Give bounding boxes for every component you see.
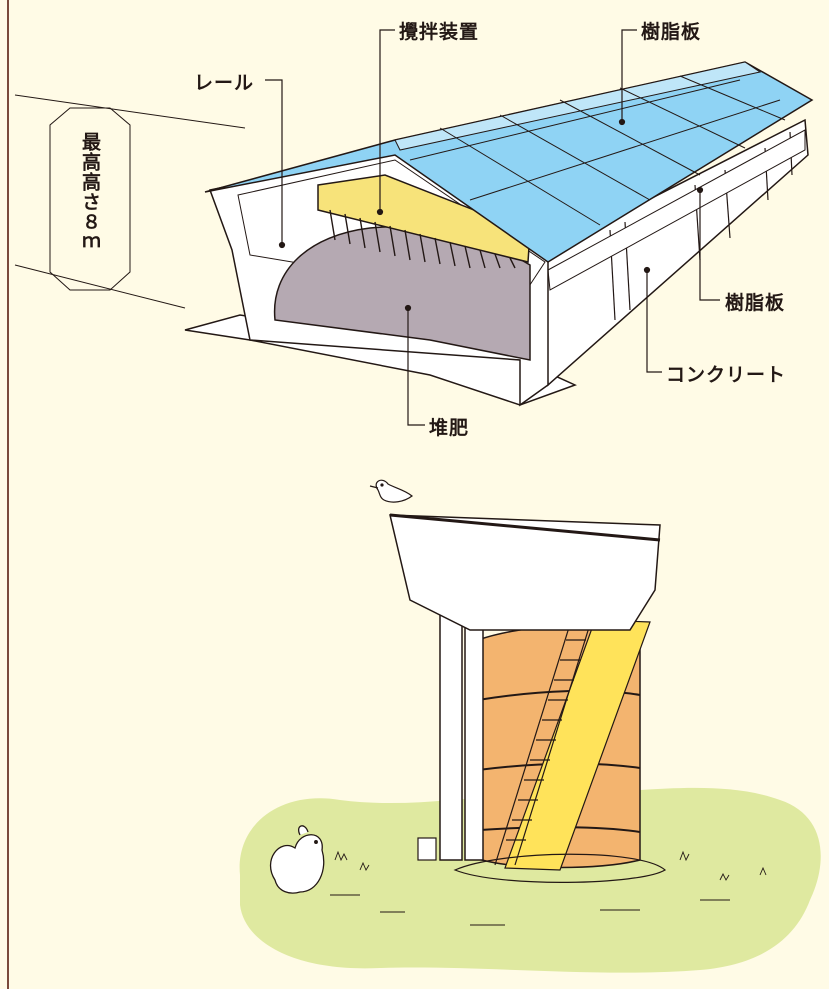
side-resin-panel bbox=[547, 129, 806, 291]
silo-base bbox=[453, 853, 667, 883]
barn-illustration bbox=[14, 29, 814, 426]
label-rail: レール bbox=[194, 72, 255, 94]
mixer-device bbox=[317, 174, 531, 269]
label-side-resin: 樹脂板 bbox=[725, 292, 786, 314]
label-mixer: 攪拌装置 bbox=[399, 21, 480, 43]
height-callout bbox=[14, 94, 246, 309]
label-roof-resin: 樹脂板 bbox=[641, 21, 702, 43]
dog-icon bbox=[269, 825, 325, 894]
silo-illustration bbox=[239, 479, 821, 973]
label-max-height: 最高高さ８ｍ bbox=[79, 132, 101, 252]
bird-icon bbox=[369, 479, 413, 503]
roof-ridge-band bbox=[394, 61, 762, 151]
grass-patch bbox=[239, 787, 821, 973]
label-concrete: コンクリート bbox=[666, 364, 787, 386]
label-compost: 堆肥 bbox=[429, 417, 470, 439]
silo-top-structure bbox=[389, 514, 661, 631]
